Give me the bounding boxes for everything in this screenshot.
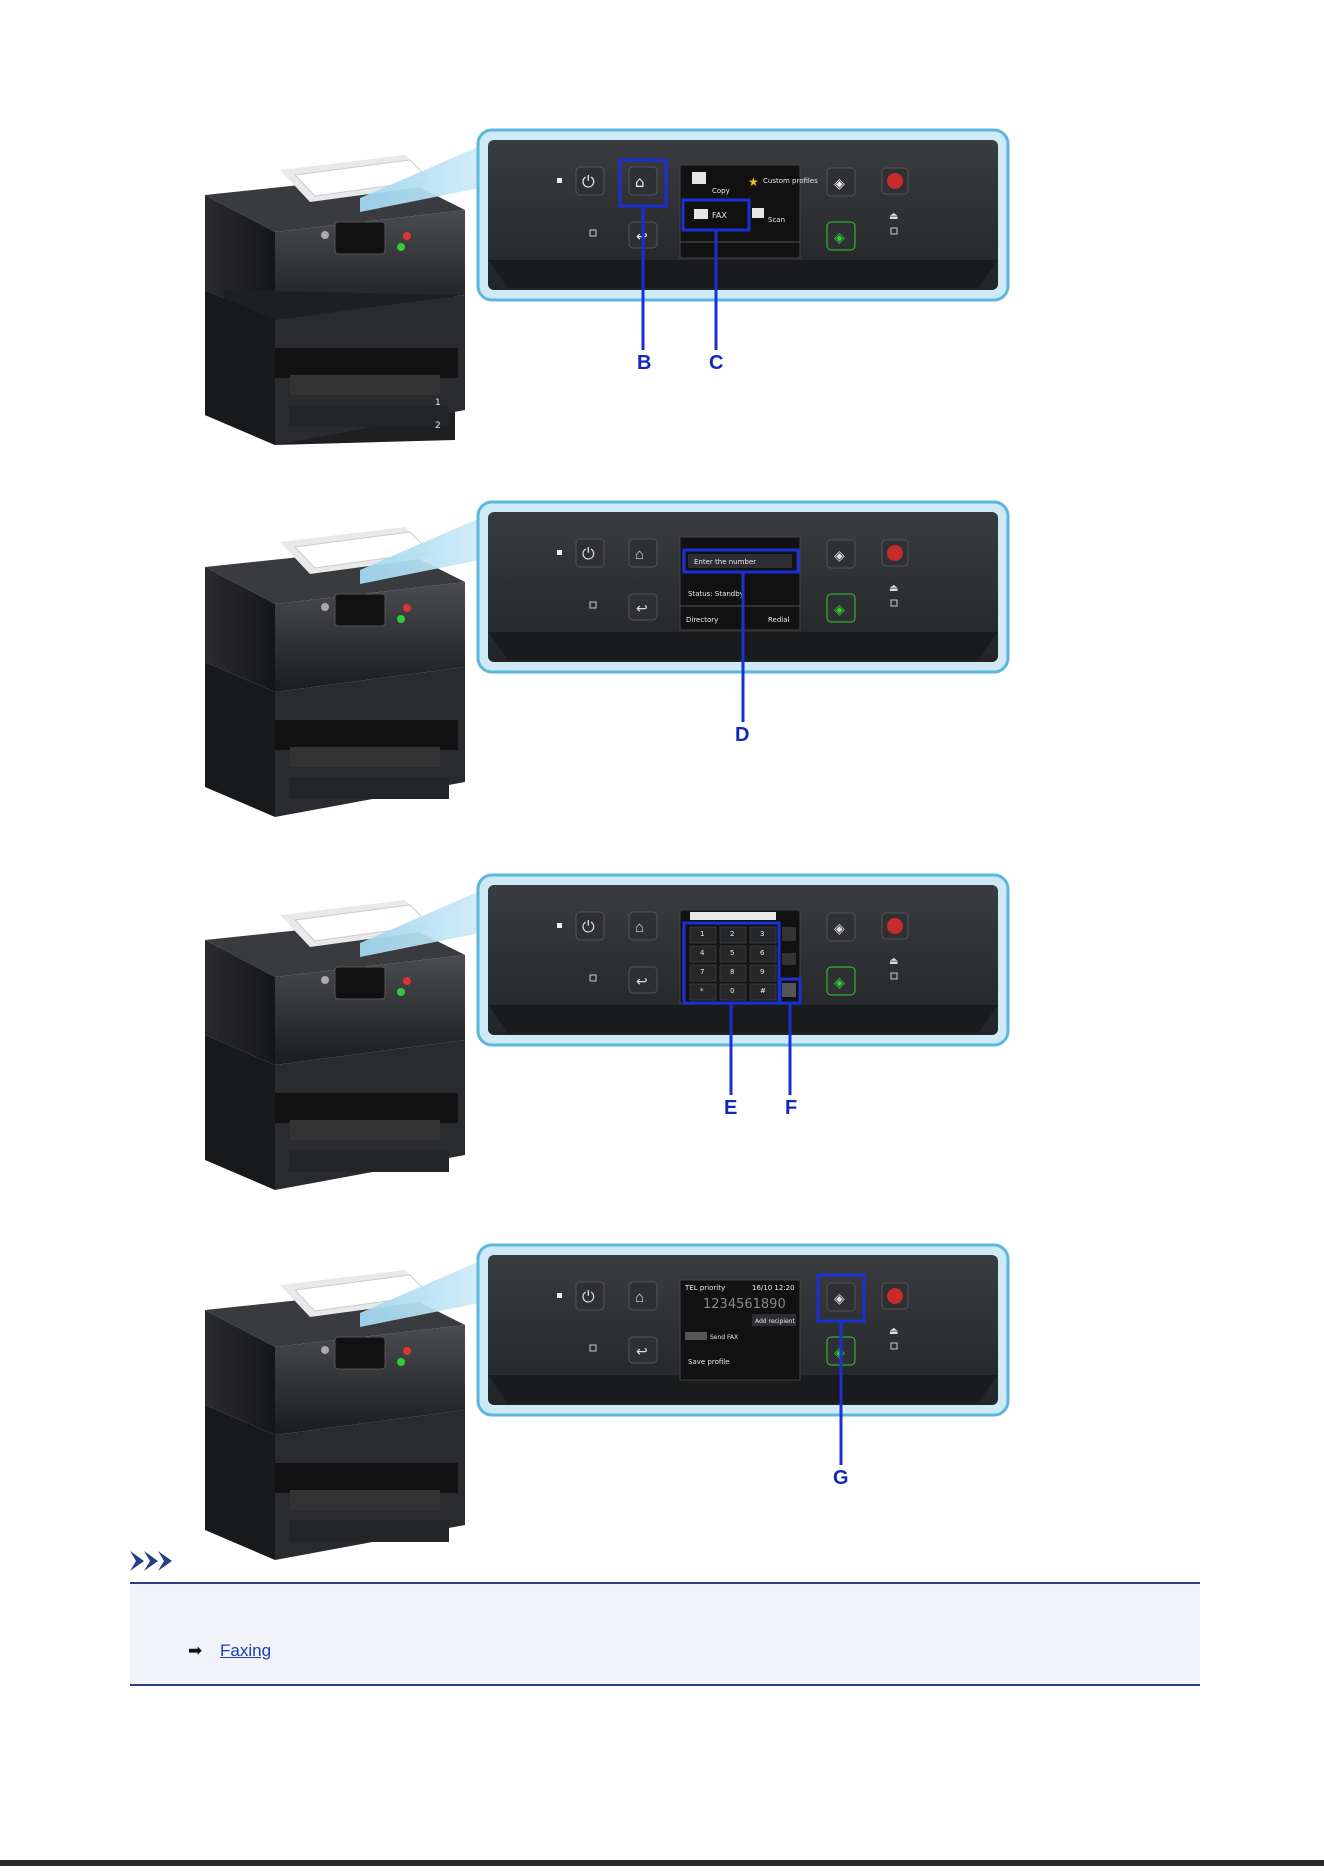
screen-redial: Redial — [768, 616, 790, 624]
callout-f: F — [785, 1097, 797, 1120]
keypad-key-label: 4 — [700, 949, 705, 957]
home-icon: ⌂ — [635, 546, 644, 563]
eject-icon: ⏏ — [889, 583, 898, 594]
start-icon: ◈ — [834, 176, 845, 192]
note-icon — [130, 1548, 190, 1574]
step-3: ⏻ ⌂ ↩ 1 2 3 4 5 6 7 8 9 * 0 # ◈ ◈ ⏏ E F — [0, 855, 1324, 1155]
callout-b: B — [637, 352, 651, 375]
step-1: 1 2 ⏻ ⌂ ↩ Copy ★ Custom profiles FAX — [0, 110, 1324, 410]
back-icon: ↩ — [636, 1343, 648, 1359]
start-icon: ◈ — [834, 920, 845, 936]
screen-send-fax: Send FAX — [710, 1334, 738, 1341]
keypad-key-label: 8 — [730, 968, 734, 976]
keypad-key-label: * — [700, 987, 704, 995]
eject-icon: ⏏ — [889, 211, 898, 222]
screen-save-profile: Save profile — [688, 1358, 730, 1366]
callout-e: E — [724, 1097, 737, 1120]
back-icon: ↩ — [636, 973, 648, 989]
control-panel-zoom: ⏻ ⌂ ↩ TEL priority 16/10 12:20 123456189… — [478, 1245, 1008, 1415]
keypad-key-label: # — [760, 987, 766, 995]
callout-c: C — [709, 352, 723, 375]
step-3-illustration: ⏻ ⌂ ↩ 1 2 3 4 5 6 7 8 9 * 0 # ◈ ◈ ⏏ — [0, 855, 1324, 1155]
screen-tel-priority: TEL priority — [684, 1284, 725, 1292]
start-icon: ◈ — [834, 547, 845, 563]
note-bottom-rule — [130, 1684, 1200, 1686]
star-icon: ★ — [748, 175, 759, 189]
power-icon: ⏻ — [582, 172, 595, 191]
note-box — [130, 1584, 1200, 1684]
start-icon: ◈ — [834, 1290, 845, 1306]
home-icon: ⌂ — [635, 1289, 644, 1306]
svg-text:1: 1 — [435, 398, 441, 408]
step-4: ⏻ ⌂ ↩ TEL priority 16/10 12:20 123456189… — [0, 1225, 1324, 1525]
back-icon: ↩ — [636, 600, 648, 616]
power-icon: ⏻ — [582, 919, 595, 936]
color-start-icon: ◈ — [834, 229, 845, 245]
color-start-icon: ◈ — [834, 974, 845, 990]
power-icon: ⏻ — [582, 546, 595, 563]
screen-time: 16/10 12:20 — [752, 1284, 795, 1292]
eject-icon: ⏏ — [889, 956, 898, 967]
screen-item-profiles: Custom profiles — [763, 177, 818, 185]
arrow-right-icon: ➡ — [188, 1641, 202, 1661]
power-icon: ⏻ — [582, 1289, 595, 1306]
home-icon: ⌂ — [635, 173, 645, 191]
keypad-key-label: 6 — [760, 949, 765, 957]
keypad-key-label: 3 — [760, 930, 764, 938]
screen-item-fax: FAX — [712, 211, 727, 220]
screen-add-recipient: Add recipient — [755, 1318, 795, 1325]
screen-number: 1234561890 — [703, 1297, 786, 1312]
callout-g: G — [833, 1467, 849, 1490]
bottom-strip — [0, 1856, 1324, 1872]
control-panel-zoom: ⏻ ⌂ ↩ Copy ★ Custom profiles FAX Scan ◈ … — [478, 130, 1008, 300]
step-1-illustration: 1 2 ⏻ ⌂ ↩ Copy ★ Custom profiles FAX — [0, 110, 1324, 410]
keypad-key-label: 1 — [700, 930, 704, 938]
eject-icon: ⏏ — [889, 1326, 898, 1337]
home-icon: ⌂ — [635, 919, 644, 936]
keypad-key-label: 2 — [730, 930, 734, 938]
faxing-link[interactable]: Faxing — [220, 1641, 271, 1661]
callout-d: D — [735, 724, 749, 747]
step-2-illustration: ⏻ ⌂ ↩ Enter the number Status: Standby D… — [0, 482, 1324, 782]
screen-status: Status: Standby — [688, 590, 744, 598]
screen-number-field: Enter the number — [694, 558, 756, 566]
step-2: ⏻ ⌂ ↩ Enter the number Status: Standby D… — [0, 482, 1324, 782]
color-start-icon: ◈ — [834, 601, 845, 617]
control-panel-zoom: ⏻ ⌂ ↩ 1 2 3 4 5 6 7 8 9 * 0 # ◈ ◈ ⏏ — [478, 875, 1008, 1045]
keypad-key-label: 0 — [730, 987, 734, 995]
screen-item-copy: Copy — [712, 187, 730, 195]
keypad-key-label: 7 — [700, 968, 704, 976]
screen-directory: Directory — [686, 616, 718, 624]
keypad-key-label: 9 — [760, 968, 764, 976]
keypad-key-label: 5 — [730, 949, 734, 957]
step-4-illustration: ⏻ ⌂ ↩ TEL priority 16/10 12:20 123456189… — [0, 1225, 1324, 1525]
svg-text:2: 2 — [435, 421, 441, 431]
screen-item-scan: Scan — [768, 216, 785, 224]
